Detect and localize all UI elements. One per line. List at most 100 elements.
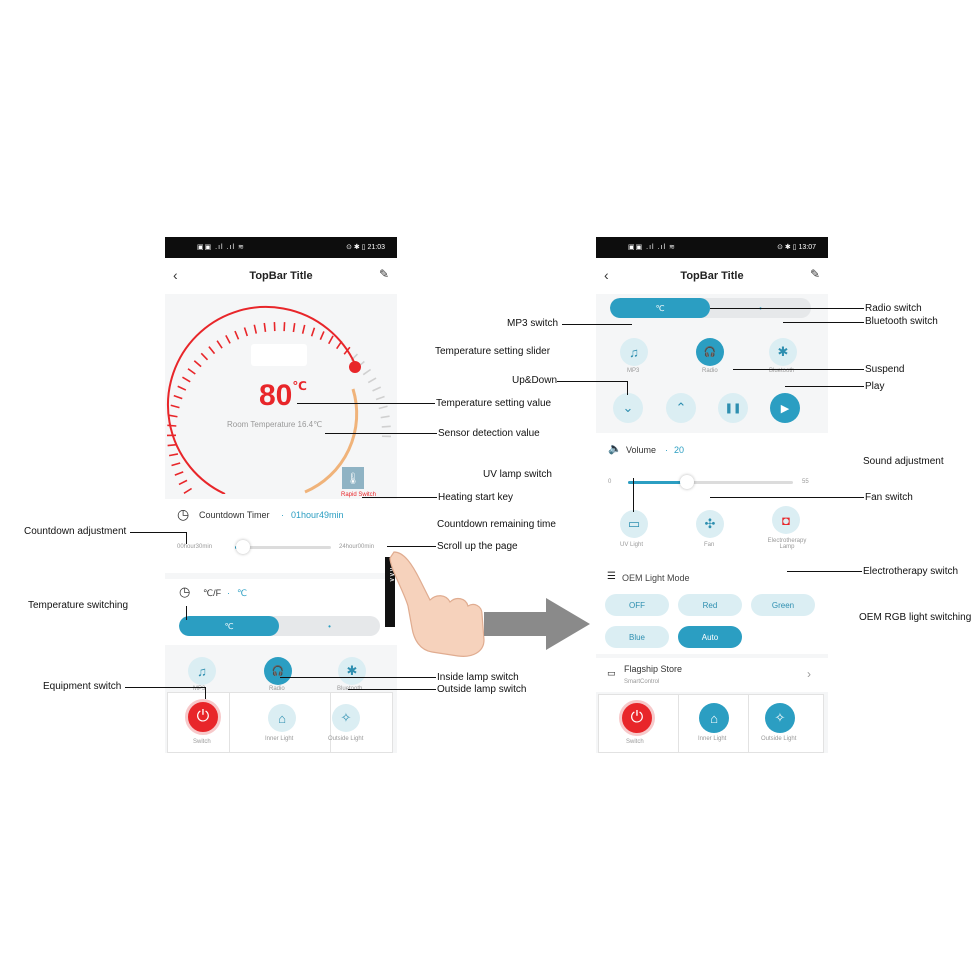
rapid-switch-button[interactable]: 🌡 <box>342 467 364 489</box>
temperature-arc <box>167 306 356 494</box>
divider <box>330 693 331 753</box>
edit-icon[interactable]: ✎ <box>378 267 389 281</box>
temperature-slider-knob[interactable] <box>349 361 361 373</box>
leader-line <box>348 689 436 690</box>
power-switch-button[interactable]: ⏻ <box>185 699 221 735</box>
edit-icon[interactable]: ✎ <box>809 267 820 281</box>
up-button[interactable]: ⌃ <box>666 393 696 423</box>
leader-line <box>557 381 627 382</box>
annotation-bluetooth-switch: Bluetooth switch <box>865 316 938 327</box>
leader-line <box>785 386 864 387</box>
outside-light-button[interactable]: ✧ <box>765 703 795 733</box>
bluetooth-switch-button[interactable]: ✱ <box>769 338 797 366</box>
countdown-track[interactable] <box>235 546 331 549</box>
pause-button[interactable]: ❚❚ <box>718 393 748 423</box>
play-button[interactable]: ▶ <box>770 393 800 423</box>
dial-tick <box>168 453 179 457</box>
dial-tick <box>171 462 181 467</box>
arrow-right-icon <box>484 598 590 650</box>
temperature-dial[interactable] <box>165 294 397 494</box>
back-icon[interactable]: ‹ <box>604 267 609 283</box>
power-switch-button[interactable]: ⏻ <box>619 700 655 736</box>
leader-line <box>733 369 864 370</box>
uv-light-button[interactable]: ▭ <box>620 510 648 538</box>
mp3-switch-button[interactable]: ♫ <box>188 657 216 685</box>
inner-light-button[interactable]: ⌂ <box>699 703 729 733</box>
dial-tick <box>310 327 316 337</box>
light-mode-icon: ☰ <box>607 571 616 582</box>
leader-line <box>633 478 634 512</box>
divider <box>748 695 749 753</box>
leader-line <box>186 606 187 620</box>
oem-mode-green[interactable]: Green <box>751 594 815 616</box>
bluetooth-switch-button[interactable]: ✱ <box>338 657 366 685</box>
volume-track[interactable] <box>628 481 793 484</box>
dial-tick <box>319 331 325 340</box>
leader-line <box>387 546 436 547</box>
flagship-store-row[interactable]: ▭ Flagship Store SmartControl › <box>596 658 828 692</box>
inner-light-label: Inner Light <box>265 736 294 742</box>
music-note-icon: ♫ <box>629 344 639 360</box>
hand-icon <box>389 551 485 657</box>
mp3-label: MP3 <box>627 368 640 374</box>
dial-tick <box>234 330 240 340</box>
headphones-icon: 🎧 <box>703 346 717 358</box>
thermometer-dial-icon: ◷ <box>179 584 191 599</box>
back-icon[interactable]: ‹ <box>173 267 178 283</box>
inner-light-button[interactable]: ⌂ <box>268 704 296 732</box>
unit-segmented-control[interactable]: ℃ • <box>179 616 380 636</box>
volume-knob[interactable] <box>680 475 695 489</box>
room-temperature: Room Temperature 16.4℃ <box>227 420 323 429</box>
pause-icon: ❚❚ <box>724 402 742 414</box>
top-bar: ‹ TopBar Title ✎ <box>165 258 397 294</box>
lamp-icon: ⌂ <box>278 710 286 726</box>
dial-tick <box>367 377 377 384</box>
lamp-icon: ⌂ <box>710 710 718 726</box>
music-note-icon: ♫ <box>197 663 207 679</box>
oem-mode-auto[interactable]: Auto <box>678 626 742 648</box>
down-button[interactable]: ⌄ <box>613 393 643 423</box>
cf-label: ℃/F <box>203 588 222 598</box>
unit-celsius-option[interactable]: ℃ <box>179 616 279 636</box>
bluetooth-icon: ✱ <box>346 663 358 678</box>
electrotherapy-button[interactable]: ◘ <box>772 506 800 534</box>
outside-light-button[interactable]: ✧ <box>332 704 360 732</box>
temperature-setting-value: 80℃ <box>259 379 307 413</box>
electrotherapy-label: Electrotherapy Lamp <box>767 538 807 550</box>
thermometer-icon: 🌡 <box>346 472 360 485</box>
unit-celsius-option[interactable]: ℃ <box>610 298 710 318</box>
annotation-temperature-setting-slider: Temperature setting slider <box>435 346 551 357</box>
scroll-indicator[interactable]: ∧∧∧ <box>385 557 395 627</box>
divider <box>678 695 679 753</box>
dial-display-box <box>251 344 307 366</box>
leader-line <box>205 687 206 699</box>
oem-mode-blue[interactable]: Blue <box>605 626 669 648</box>
temp-number: 80 <box>259 379 293 412</box>
annotation-temperature-switching: Temperature switching <box>28 600 129 611</box>
dial-tick <box>193 360 202 368</box>
inner-light-label: Inner Light <box>698 736 727 742</box>
mp3-switch-button[interactable]: ♫ <box>620 338 648 366</box>
annotation-electrotherapy-switch: Electrotherapy switch <box>863 566 959 577</box>
outside-light-label: Outside Light <box>761 736 797 742</box>
status-time: ⊙ ✱ ▯ 21:03 <box>346 244 385 251</box>
right-phone-screen: ▣▣ .ıl .ıl ≋ ⊙ ✱ ▯ 13:07 ‹ TopBar Title … <box>596 237 828 753</box>
dial-tick <box>182 376 191 383</box>
oem-mode-red[interactable]: Red <box>678 594 742 616</box>
leader-line <box>783 322 864 323</box>
countdown-knob[interactable] <box>235 540 250 554</box>
unit-fahrenheit-option[interactable]: • <box>328 621 331 631</box>
leader-line <box>186 532 187 544</box>
power-icon: ⏻ <box>196 708 210 725</box>
dial-tick <box>187 368 196 375</box>
radio-switch-button[interactable]: 🎧 <box>696 338 724 366</box>
signal-icons: ▣▣ .ıl .ıl ≋ <box>628 244 676 251</box>
annotation-radio-switch: Radio switch <box>865 303 922 314</box>
oem-mode-off[interactable]: OFF <box>605 594 669 616</box>
sensor-arc <box>304 388 359 494</box>
annotation-up-down: Up&Down <box>512 375 558 386</box>
radio-switch-button[interactable]: 🎧 <box>264 657 292 685</box>
annotation-countdown-adjustment: Countdown adjustment <box>24 526 127 537</box>
annotation-fan-switch: Fan switch <box>865 492 913 503</box>
fan-button[interactable]: ✣ <box>696 510 724 538</box>
